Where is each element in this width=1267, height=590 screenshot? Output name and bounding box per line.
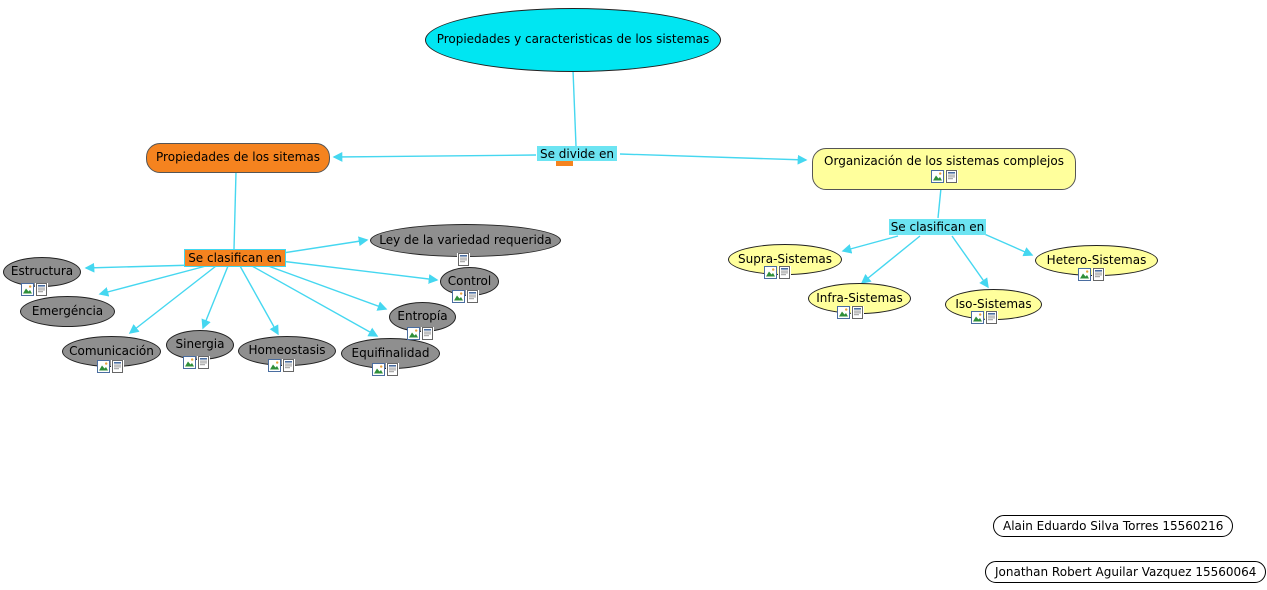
author-label: Jonathan Robert Aguilar Vazquez 15560064 (995, 565, 1257, 579)
document-icon[interactable] (282, 359, 295, 372)
node-comunicacion[interactable]: Comunicación (62, 336, 161, 367)
connector-line (201, 265, 229, 330)
link-se-clasifican-en-left[interactable]: Se clasifican en (184, 249, 286, 267)
connector-line (84, 262, 197, 273)
connector-line (951, 235, 989, 289)
image-icon[interactable] (21, 283, 34, 296)
connector-line (233, 171, 237, 250)
connector-line (98, 265, 207, 297)
image-icon[interactable] (372, 363, 385, 376)
node-root-label: Propiedades y caracteristicas de los sis… (436, 32, 710, 47)
resource-icons (1078, 268, 1105, 281)
document-icon[interactable] (466, 290, 479, 303)
image-icon[interactable] (183, 356, 196, 369)
image-icon[interactable] (268, 359, 281, 372)
node-supra-sistemas[interactable]: Supra-Sistemas (728, 244, 842, 275)
document-icon[interactable] (1092, 268, 1105, 281)
image-icon[interactable] (837, 306, 850, 319)
node-sinergia[interactable]: Sinergia (166, 330, 234, 360)
image-icon[interactable] (764, 266, 777, 279)
node-propiedades-label: Propiedades de los sitemas (156, 150, 320, 165)
resource-icons (930, 169, 958, 183)
image-icon[interactable] (407, 327, 420, 340)
link-label-text: Se clasifican en (890, 220, 985, 234)
link-se-divide-en[interactable]: Se divide en (537, 146, 617, 161)
resource-icons (372, 363, 399, 376)
node-label: Iso-Sistemas (955, 296, 1032, 311)
node-root[interactable]: Propiedades y caracteristicas de los sis… (425, 8, 721, 72)
image-icon[interactable] (97, 360, 110, 373)
node-label: Infra-Sistemas (816, 290, 903, 305)
resource-icons (183, 356, 210, 369)
document-icon[interactable] (197, 356, 210, 369)
resource-icons (407, 327, 434, 340)
node-label: Emergéncia (31, 303, 104, 318)
document-icon[interactable] (851, 306, 864, 319)
image-icon[interactable] (930, 169, 944, 183)
connector-line (841, 235, 899, 254)
node-label: Control (447, 273, 492, 288)
node-label: Sinergia (175, 337, 225, 352)
node-label: Comunicación (69, 343, 154, 358)
connector-line (269, 236, 369, 256)
resource-icons (837, 306, 864, 319)
document-icon[interactable] (778, 266, 791, 279)
node-label: Equifinalidad (351, 345, 430, 360)
node-emergencia[interactable]: Emergéncia (20, 296, 115, 327)
document-icon[interactable] (386, 363, 399, 376)
resource-icons (457, 253, 470, 266)
connector-line (572, 69, 577, 147)
node-propiedades[interactable]: Propiedades de los sitemas (146, 143, 330, 173)
connector-line (263, 258, 439, 284)
connector-line (251, 265, 379, 337)
author-box-2[interactable]: Jonathan Robert Aguilar Vazquez 15560064 (985, 561, 1267, 583)
node-organizacion-label: Organización de los sistemas complejos (824, 154, 1064, 169)
resource-icons (97, 360, 124, 373)
document-icon[interactable] (944, 169, 958, 183)
node-estructura[interactable]: Estructura (3, 257, 81, 287)
document-icon[interactable] (421, 327, 434, 340)
resource-icons (21, 283, 48, 296)
node-label: Estructura (10, 264, 74, 279)
node-label: Homeostasis (248, 343, 326, 358)
node-label: Hetero-Sistemas (1046, 252, 1147, 267)
document-icon[interactable] (111, 360, 124, 373)
image-icon[interactable] (452, 290, 465, 303)
node-control[interactable]: Control (440, 267, 499, 296)
connector-line (860, 235, 921, 284)
link-se-clasifican-en-right[interactable]: Se clasifican en (889, 219, 986, 235)
link-selection-handle (556, 161, 573, 166)
document-icon[interactable] (35, 283, 48, 296)
connector-line (332, 152, 537, 162)
resource-icons (971, 311, 998, 324)
node-label: Supra-Sistemas (737, 251, 833, 266)
node-label: Ley de la variedad requerida (379, 232, 552, 247)
document-icon[interactable] (985, 311, 998, 324)
connector-line (937, 187, 942, 219)
resource-icons (764, 266, 791, 279)
resource-icons (452, 290, 479, 303)
author-box-1[interactable]: Alain Eduardo Silva Torres 15560216 (993, 515, 1234, 537)
connector-line (239, 265, 279, 336)
node-label: Entropía (397, 309, 448, 324)
resource-icons (268, 359, 295, 372)
connector-line (128, 265, 217, 334)
connector-line (619, 153, 808, 165)
node-ley-variedad-requerida[interactable]: Ley de la variedad requerida (370, 224, 561, 257)
connector-line (259, 262, 388, 311)
image-icon[interactable] (1078, 268, 1091, 281)
link-label-text: Se divide en (539, 146, 614, 161)
document-icon[interactable] (457, 253, 470, 266)
image-icon[interactable] (971, 311, 984, 324)
node-homeostasis[interactable]: Homeostasis (238, 336, 336, 366)
connector-line (981, 232, 1034, 257)
node-organizacion[interactable]: Organización de los sistemas complejos (812, 148, 1076, 190)
author-label: Alain Eduardo Silva Torres 15560216 (1003, 519, 1224, 533)
link-label-text: Se clasifican en (188, 251, 282, 265)
